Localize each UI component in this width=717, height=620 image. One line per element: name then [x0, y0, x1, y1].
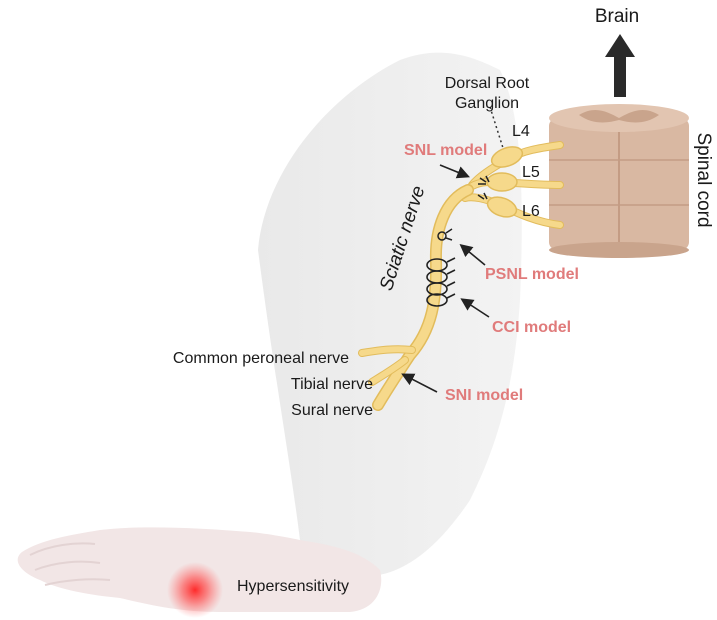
- psnl-model-label: PSNL model: [485, 266, 579, 283]
- up-arrow-icon: [605, 34, 635, 97]
- l6-label: L6: [522, 203, 540, 220]
- snl-model-label: SNL model: [404, 142, 487, 159]
- tibial-nerve-label: Tibial nerve: [291, 376, 373, 393]
- l5-label: L5: [522, 164, 540, 181]
- cci-model-label: CCI model: [492, 319, 571, 336]
- sural-nerve-label: Sural nerve: [291, 402, 373, 419]
- hypersensitivity-label: Hypersensitivity: [237, 578, 349, 595]
- l4-label: L4: [512, 123, 530, 140]
- spinal-cord: [549, 104, 689, 258]
- drg-label-line1: Dorsal Root: [445, 75, 530, 92]
- common-peroneal-nerve-label: Common peroneal nerve: [173, 350, 349, 367]
- drg-label-line2: Ganglion: [455, 95, 519, 112]
- spinal-cord-label: Spinal cord: [693, 132, 714, 227]
- hypersensitivity-hotspot: [167, 562, 223, 618]
- sni-model-label: SNI model: [445, 387, 523, 404]
- brain-label: Brain: [595, 6, 639, 27]
- leg-silhouette: [258, 53, 522, 576]
